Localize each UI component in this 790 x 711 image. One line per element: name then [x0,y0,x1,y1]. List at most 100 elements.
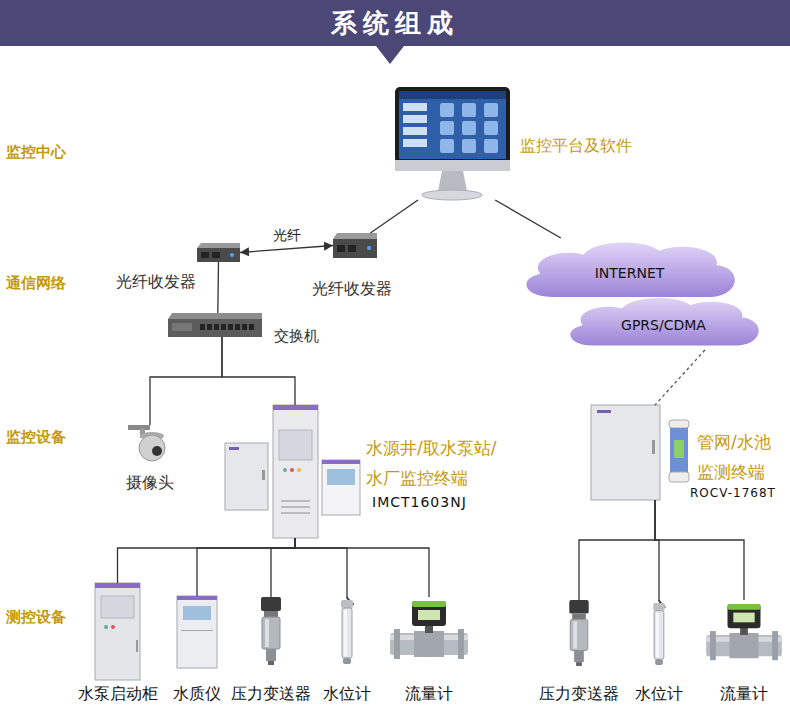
terminal-right-illustration [591,405,689,500]
monitor-illustration-part [403,103,427,111]
fiber-transceiver-left-illustration-part [201,252,209,258]
switch-node: 交换机 [168,313,262,337]
terminal-left-illustration-part [262,470,265,480]
monitor-illustration-part [403,139,427,147]
edge-label: 光纤 [271,227,303,244]
node-label: 水源井/取水泵站/ 水厂监控终端 [366,433,514,493]
terminal-right-illustration-part [669,420,689,428]
node-label: 压力变送器 [231,684,311,703]
dashed-connector [655,350,705,405]
monitor-illustration-part [395,160,510,171]
node-label: 水泵启动柜 [78,684,158,703]
monitor-illustration-part [484,139,498,153]
connector-line [150,337,222,425]
node-label: 交换机 [274,327,319,345]
model-number: IMCT1603NJ [372,494,467,511]
switch-illustration-part [172,323,192,331]
cloud-node: INTERNET [515,238,744,302]
row-label: 测控设备 [6,608,66,626]
fiber-transceiver-right-illustration-part [348,245,356,252]
connector-line [197,538,295,596]
terminal-left-illustration-part [281,506,310,508]
water-quality-illustration-part [183,606,211,620]
flow-meter-illustration [390,601,468,659]
switch-illustration-part [214,324,219,330]
camera-illustration-part [139,435,165,461]
title-band-part [376,46,404,64]
pump-cabinet-illustration-part [95,583,140,588]
water-level-illustration [653,600,665,665]
flow-meter-illustration [706,604,782,660]
fiber-transceiver-left-illustration [197,243,240,262]
connector-line [370,200,418,233]
pump-cabinet-illustration-part [95,583,140,680]
terminal-node: 管网/水池 监测终端ROCV-1768T [590,405,692,500]
monitor-illustration-part [484,121,498,135]
water-quality-illustration [177,596,217,668]
terminal-right-illustration-part [674,440,684,458]
pump-cabinet-illustration-part [101,596,134,618]
terminal-left-illustration-part [281,512,310,514]
node-label: 光纤收发器 [116,272,196,291]
node-label: 监控平台及软件 [520,136,632,155]
water-quality-illustration-part [181,630,213,631]
terminal-left-illustration-part [273,405,318,410]
monitor-illustration-part [440,139,454,153]
terminal-left-illustration-part [279,430,312,460]
terminal-right-illustration-part [597,410,611,413]
fiber-transceiver-right-illustration-part [367,246,371,250]
device-node: 水质仪 [177,596,217,668]
switch-illustration-part [249,324,254,330]
node-label: 流量计 [720,684,768,703]
fiber-transceiver-right-illustration-part [333,239,377,258]
switch-illustration [168,313,262,337]
row-label: 监控中心 [6,143,66,161]
device-node: 水位计 [645,600,673,666]
device-node: 压力变送器 [566,600,592,666]
water-quality-illustration-part [177,596,217,668]
monitor-illustration-part [422,190,482,200]
switch-illustration-part [168,313,262,319]
monitor-illustration-part [399,91,506,99]
terminal-left-illustration-part [281,500,310,502]
device-node: 流量计 [390,597,468,665]
monitor-illustration-part [462,121,476,135]
cloud-text: GPRS/CDMA [560,317,767,334]
terminal-left-illustration-part [327,469,355,485]
row-label: 通信网络 [6,274,66,292]
terminal-right-illustration-part [591,405,660,500]
switch-illustration-part [168,319,262,337]
terminal-left-illustration-part [322,460,360,464]
fiber-transceiver-node: 光纤收发器 [197,243,240,262]
monitor-illustration-part [403,115,427,123]
camera-node: 摄像头 [128,425,172,463]
monitor-illustration-part [395,87,510,171]
monitor-illustration-part [438,171,467,191]
monitor-illustration-part [462,103,476,117]
monitor-illustration-part [462,139,476,153]
title-text: 系统组成 [0,0,790,46]
switch-illustration-part [200,324,205,330]
cloud-text: INTERNET [515,265,744,282]
terminal-right-illustration-part [670,428,688,472]
model-number: ROCV-1768T [690,486,776,500]
monitor-illustration-part [399,91,506,159]
connector-line [295,538,347,597]
terminal-left-illustration-part [297,468,301,472]
camera-illustration-part [152,446,162,456]
row-label: 监控设备 [6,428,66,446]
terminal-left-illustration [225,405,360,538]
connector-line [222,337,295,405]
connector-line [655,500,744,600]
title-band-part [0,0,790,46]
connector-line [271,538,295,597]
monitor-illustration [395,87,510,200]
node-label: 水位计 [635,684,683,703]
pressure-transmitter-illustration [261,597,281,665]
monitor-illustration-part [440,121,454,135]
terminal-node: 水源井/取水泵站/ 水厂监控终端IMCT1603NJ [223,405,362,538]
fiber-transceiver-left-illustration-part [212,252,220,258]
fiber-transceiver-left-illustration-part [230,253,234,257]
